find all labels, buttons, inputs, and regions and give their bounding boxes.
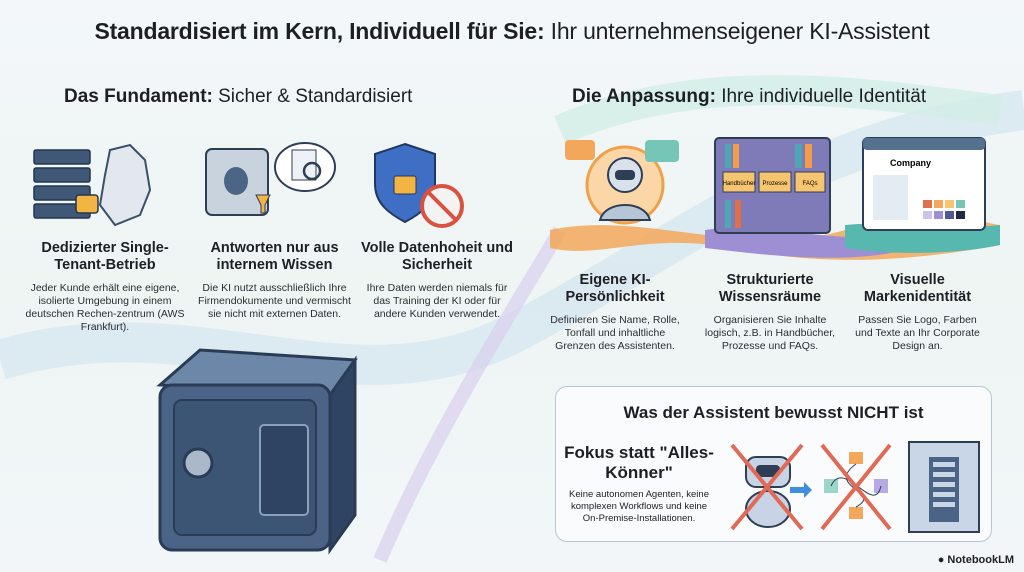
shelf-label-processes: Prozesse — [762, 181, 788, 187]
shelf-label-handbooks: Handbücher — [723, 181, 756, 187]
no-autonomous-agent-icon — [730, 443, 812, 531]
secure-safe-illustration — [156, 348, 358, 555]
no-on-premise-server-icon — [908, 441, 980, 533]
customization-heading: Die Anpassung: Ihre individuelle Identit… — [572, 86, 927, 107]
excluded-items-icons — [730, 441, 980, 533]
notebooklm-watermark: ● NotebookLM — [937, 554, 1014, 566]
focus-block: Fokus statt "Alles-Könner"Keine autonome… — [564, 443, 714, 524]
customization-platform: Handbücher Prozesse FAQs Company — [550, 137, 1000, 260]
brand-name: Company — [890, 158, 931, 168]
server-germany-icon — [33, 143, 152, 227]
page-title: Standardisiert im Kern, Individuell für … — [94, 18, 930, 44]
shelf-label-faqs: FAQs — [802, 181, 817, 187]
no-complex-workflow-icon — [820, 443, 892, 531]
shield-lock-icon — [374, 142, 464, 228]
not-box-title: Was der Assistent bewusst NICHT ist — [623, 403, 924, 422]
not-box: Was der Assistent bewusst NICHT ist Foku… — [555, 386, 992, 542]
foundation-heading: Das Fundament: Sicher & Standardisiert — [64, 86, 413, 107]
safe-document-search-icon — [205, 142, 336, 216]
